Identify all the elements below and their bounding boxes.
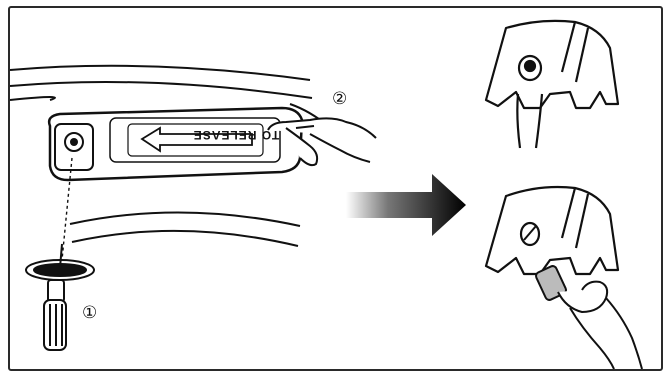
guide-line [61,157,73,261]
cover-label: TO RELEASE [193,128,279,142]
tire-rim-outline [10,64,329,247]
diagram-frame: TO RELEASE ② ① [8,6,663,371]
valve-screw-icon [64,132,84,152]
release-arrow-icon [140,126,253,153]
hand-icon [267,117,377,167]
valve-cover-top [484,19,620,149]
tire-valve-diagram: TO RELEASE ② ① [10,19,643,369]
step-marker-1: ① [82,303,97,323]
valve-cap-hand-icon [535,265,643,369]
arrow-right-icon [346,174,466,236]
step-marker-2: ② [332,89,347,109]
valve-cover-bottom [484,185,620,276]
screwdriver-icon [25,243,95,351]
